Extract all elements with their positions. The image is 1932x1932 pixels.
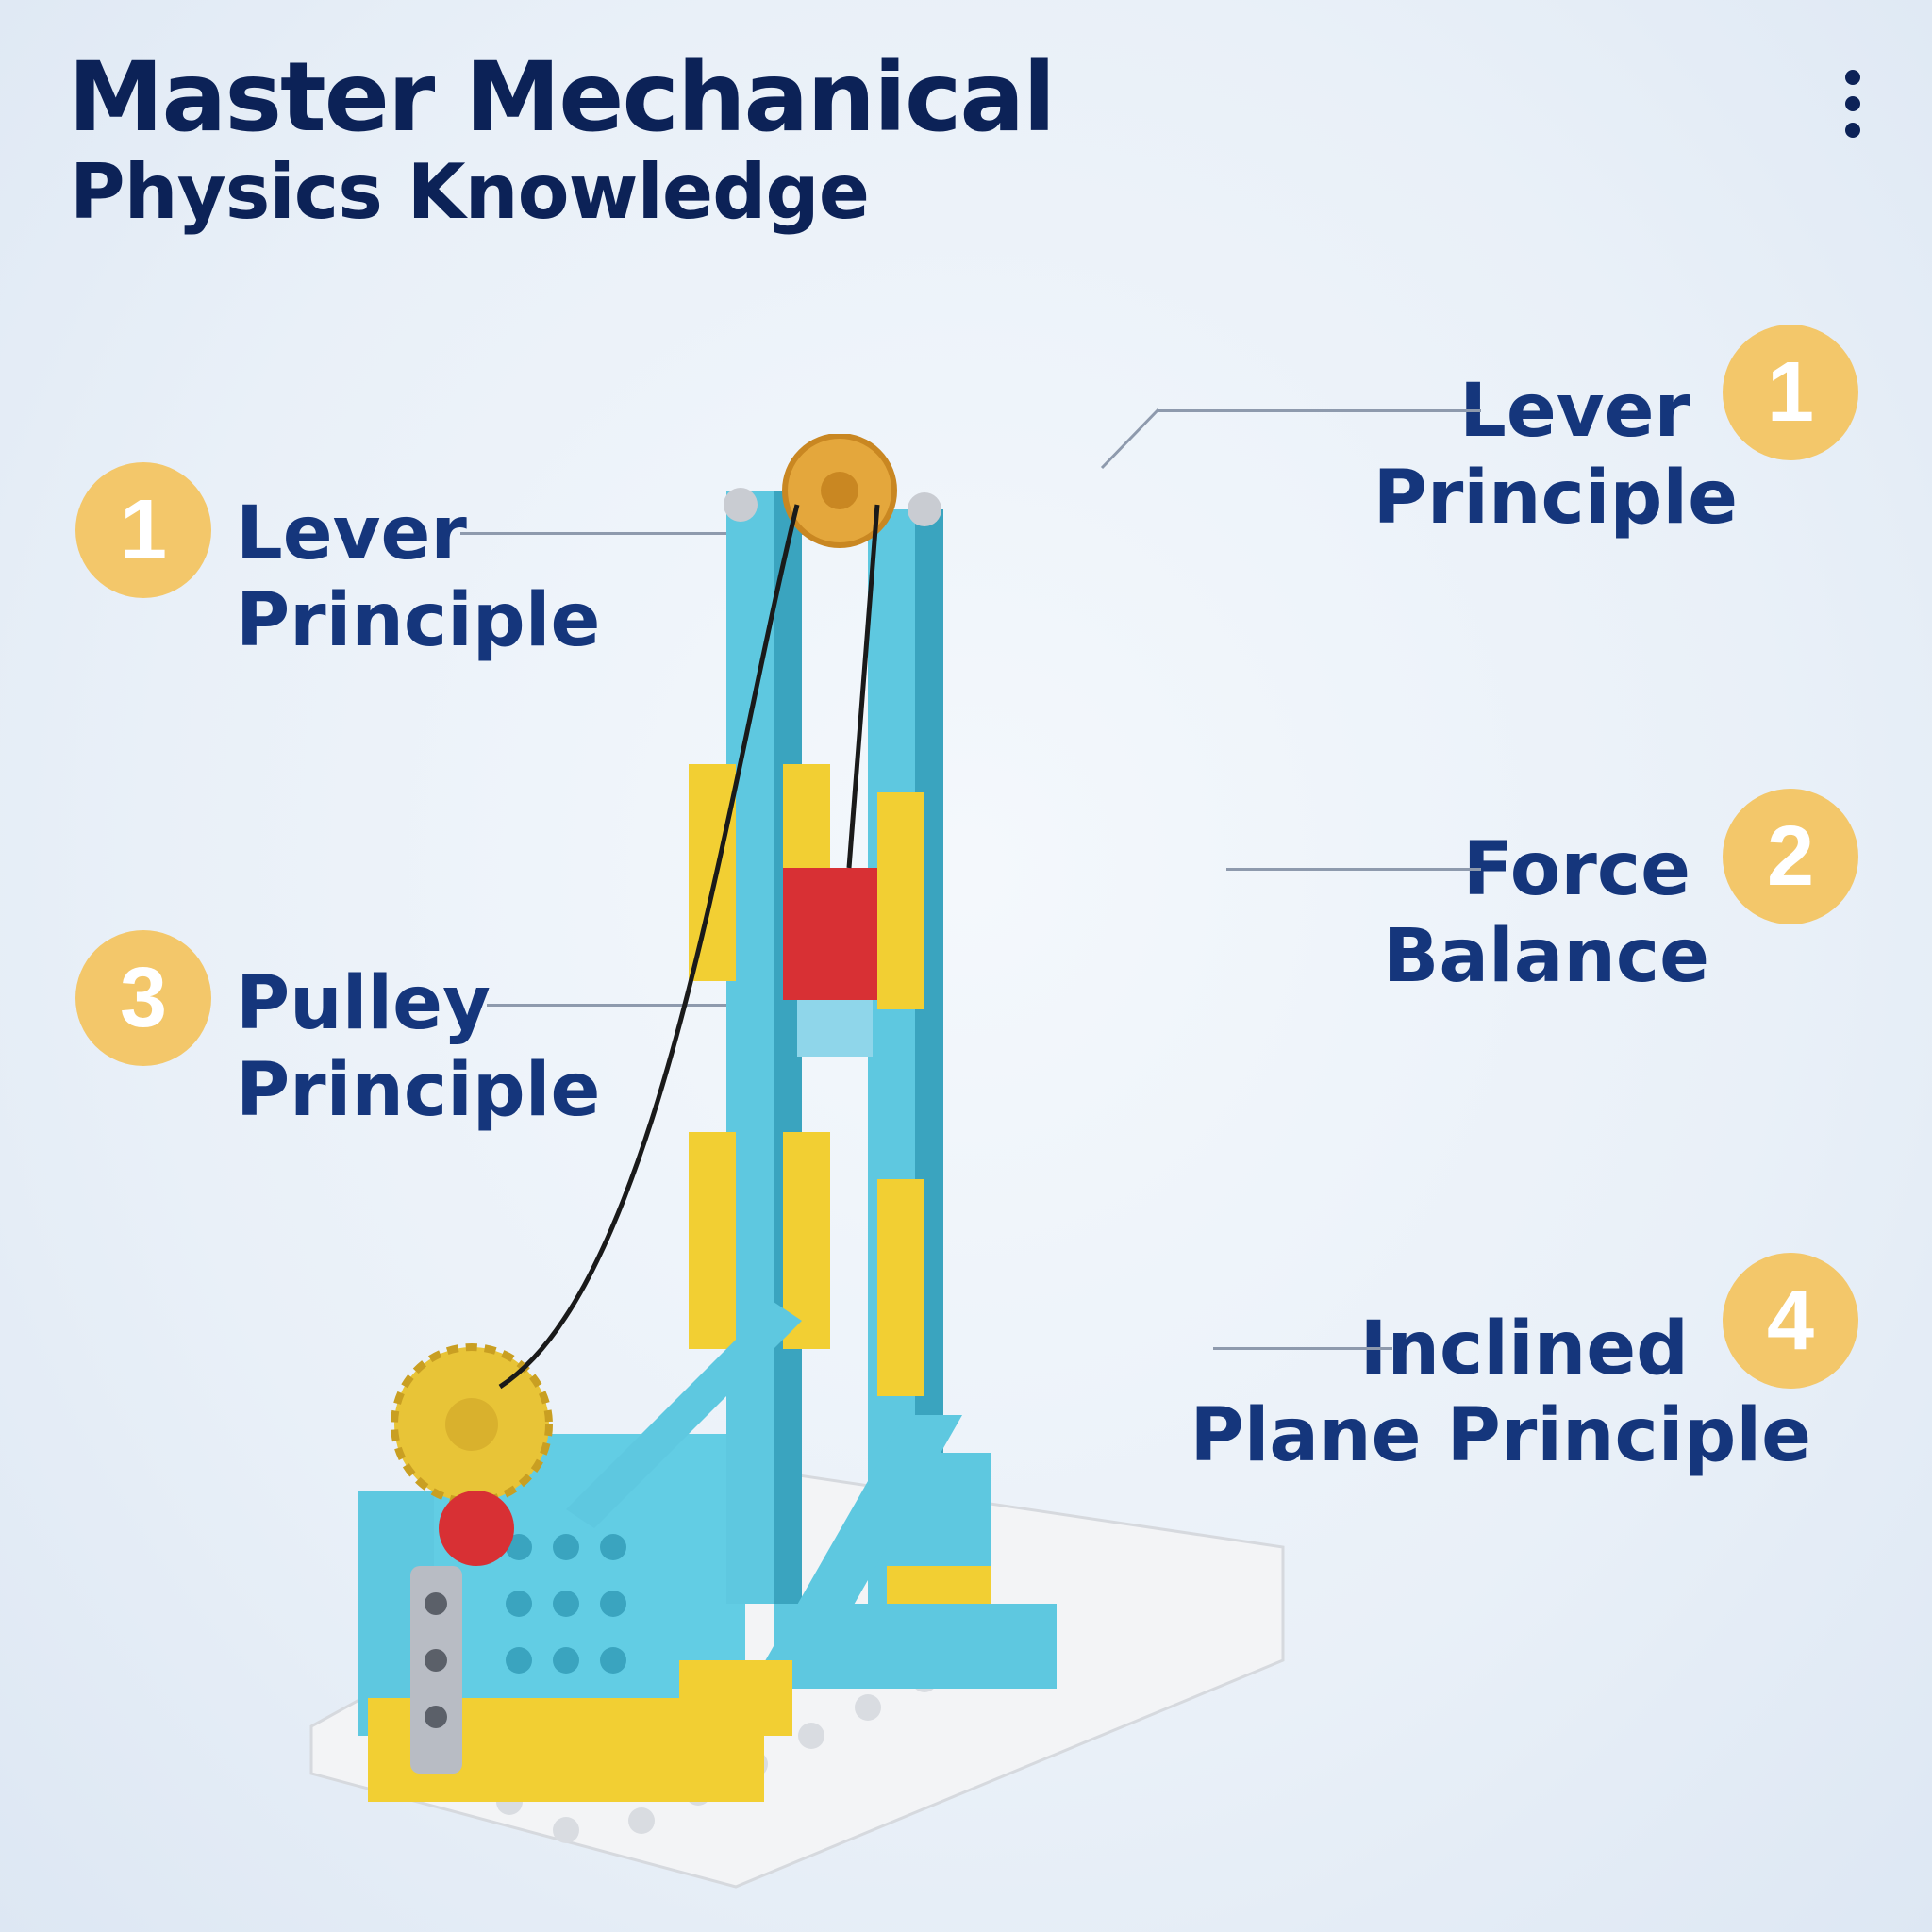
callout-badge-left-3: 3 — [75, 930, 211, 1066]
rail-yellow-3 — [877, 792, 924, 1009]
brace-left — [566, 1302, 802, 1528]
callout-label-force-balance: Force Balance — [1382, 827, 1709, 999]
crank-hub — [439, 1491, 514, 1566]
callout-label-lever-left: Lever Principle — [236, 491, 601, 663]
page-title: Master Mechanical — [68, 42, 1056, 154]
leader-line-inclined-plane — [1213, 1347, 1392, 1350]
callout-label-lever-right: Lever Principle — [1373, 369, 1738, 541]
leader-line-lever-right — [1158, 409, 1481, 412]
more-vertical-icon[interactable] — [1834, 66, 1872, 142]
page-subtitle: Physics Knowledge — [70, 148, 870, 236]
callout-badge-right-4: 4 — [1723, 1253, 1858, 1389]
leader-line-lever-left — [460, 532, 932, 535]
callout-badge-right-1: 1 — [1723, 325, 1858, 460]
callout-badge-left-1: 1 — [75, 462, 211, 598]
rail-yellow-6 — [877, 1179, 924, 1396]
leader-line-pulley — [487, 1004, 911, 1007]
rail-yellow-4 — [689, 1132, 736, 1349]
slider-block — [783, 868, 877, 1000]
leader-line-lever-right-diagonal — [1100, 408, 1160, 470]
rail-yellow-5 — [783, 1132, 830, 1349]
callout-label-pulley: Pulley Principle — [236, 961, 601, 1133]
pulley-string — [498, 504, 800, 1390]
rail-yellow-1 — [689, 764, 736, 981]
mechanical-model-image — [309, 434, 1285, 1889]
callout-badge-right-2: 2 — [1723, 789, 1858, 924]
callout-label-inclined-plane: Inclined Plane Principle — [1190, 1307, 1811, 1478]
leader-line-force-balance — [1226, 868, 1481, 871]
